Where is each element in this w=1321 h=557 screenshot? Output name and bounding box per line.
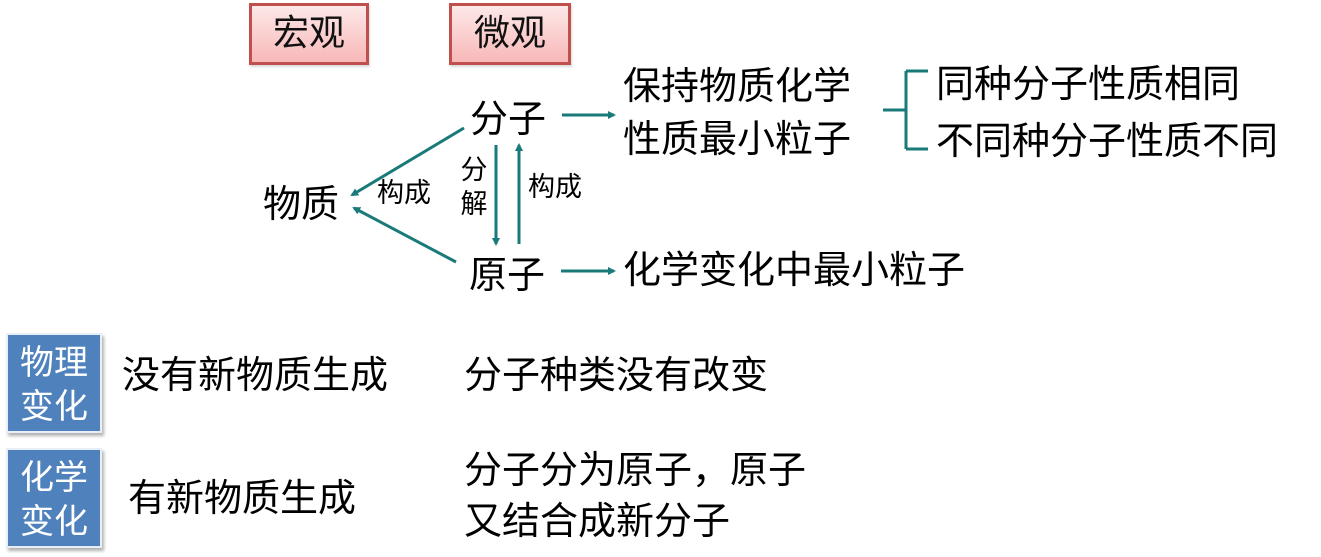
micro-header-box: 微观	[449, 3, 571, 65]
property-bracket	[883, 69, 928, 151]
node-atom: 原子	[469, 253, 546, 297]
category-label-line2: 变化	[20, 502, 88, 542]
label-compose-left: 构成	[377, 178, 431, 209]
arrow-atom-to-substance	[352, 206, 457, 264]
macro-header-box: 宏观	[249, 3, 369, 65]
chemical-change-macro-description: 有新物质生成	[128, 476, 357, 520]
category-label-line1: 化学	[20, 458, 88, 498]
label-decompose: 分 解	[459, 154, 489, 222]
molecule-property-different: 不同种分子性质不同	[936, 119, 1279, 163]
macro-header-label: 宏观	[272, 13, 345, 54]
category-box-chemical-change: 化学 变化	[6, 448, 102, 548]
atom-definition: 化学变化中最小粒子	[623, 248, 966, 292]
molecule-definition-line1: 保持物质化学	[623, 64, 852, 108]
label-decompose-top: 分	[460, 155, 488, 186]
node-molecule: 分子	[470, 97, 547, 141]
molecule-property-same: 同种分子性质相同	[936, 62, 1241, 106]
category-box-physical-change: 物理 变化	[6, 333, 102, 433]
physical-change-micro-description: 分子种类没有改变	[464, 353, 769, 397]
category-label-line1: 物理	[20, 343, 88, 383]
label-decompose-bottom: 解	[460, 189, 488, 220]
node-substance: 物质	[263, 182, 340, 226]
label-compose-right: 构成	[528, 172, 582, 203]
chemical-change-micro-description-line2: 又结合成新分子	[464, 499, 731, 543]
molecule-definition-line2: 性质最小粒子	[623, 117, 852, 161]
category-label-line2: 变化	[20, 387, 88, 427]
micro-header-label: 微观	[473, 13, 546, 54]
physical-change-macro-description: 没有新物质生成	[122, 353, 389, 397]
chemical-change-micro-description-line1: 分子分为原子，原子	[464, 448, 807, 492]
